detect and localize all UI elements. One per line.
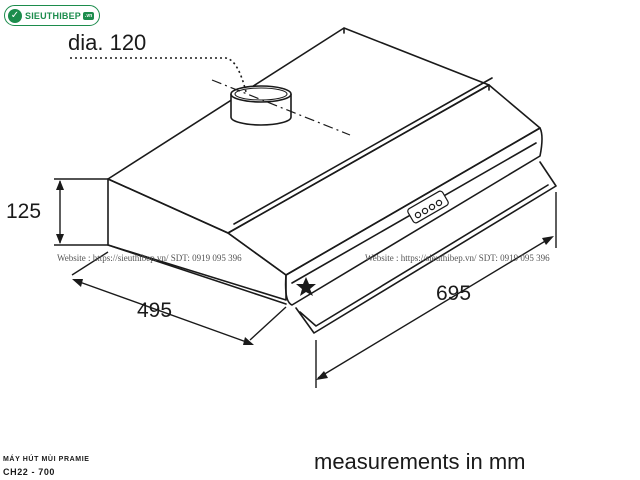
dim-height-arrow-up (56, 180, 64, 190)
hood-left-side (107, 178, 287, 301)
control-panel (407, 190, 449, 224)
dim-depth-arrow-left (72, 279, 83, 287)
dim-depth-ext-left (71, 251, 109, 276)
control-buttons (407, 190, 449, 224)
product-name: MÁY HÚT MÙI PRAMIE (3, 456, 90, 463)
dim-width-arrow-right (542, 236, 554, 245)
duct-inner (234, 87, 288, 101)
dia-leader-line (70, 57, 247, 93)
hood-front-face (284, 127, 543, 306)
units-note: measurements in mm (314, 449, 526, 474)
dim-depth-ext-right (249, 306, 287, 341)
duct-diameter-label: dia. 120 (68, 30, 147, 55)
product-model: CH22 - 700 (3, 467, 56, 477)
control-button-1 (414, 211, 422, 219)
logo-suffix: .vn (83, 11, 95, 20)
dim-width-arrow-left (316, 371, 328, 380)
dim-depth-line (73, 279, 253, 345)
height-label: 125 (6, 200, 42, 223)
hood-underside (107, 244, 287, 305)
dim-height-arrow-down (56, 234, 64, 244)
watermark-left: Website : https://sieuthibep.vn/ SDT: 09… (57, 253, 242, 263)
width-label: 695 (436, 282, 472, 305)
control-button-3 (428, 203, 436, 211)
hood-rim-line (233, 77, 493, 225)
star-icon (296, 277, 316, 296)
dim-depth-arrow-right (243, 337, 254, 345)
duct-centreline (211, 79, 351, 136)
control-button-4 (435, 199, 443, 207)
cart-icon: ✓ (8, 8, 22, 23)
control-button-2 (421, 207, 429, 215)
watermark-right: Website : https://sieuthibep.vn/ SDT: 09… (365, 253, 550, 263)
logo-brand: SIEUTHIBEP (25, 10, 82, 21)
hood-visor-tray (295, 161, 557, 334)
depth-label: 495 (137, 299, 173, 322)
dim-width-line (317, 236, 553, 379)
site-logo[interactable]: ✓ SIEUTHIBEP .vn (4, 5, 100, 26)
